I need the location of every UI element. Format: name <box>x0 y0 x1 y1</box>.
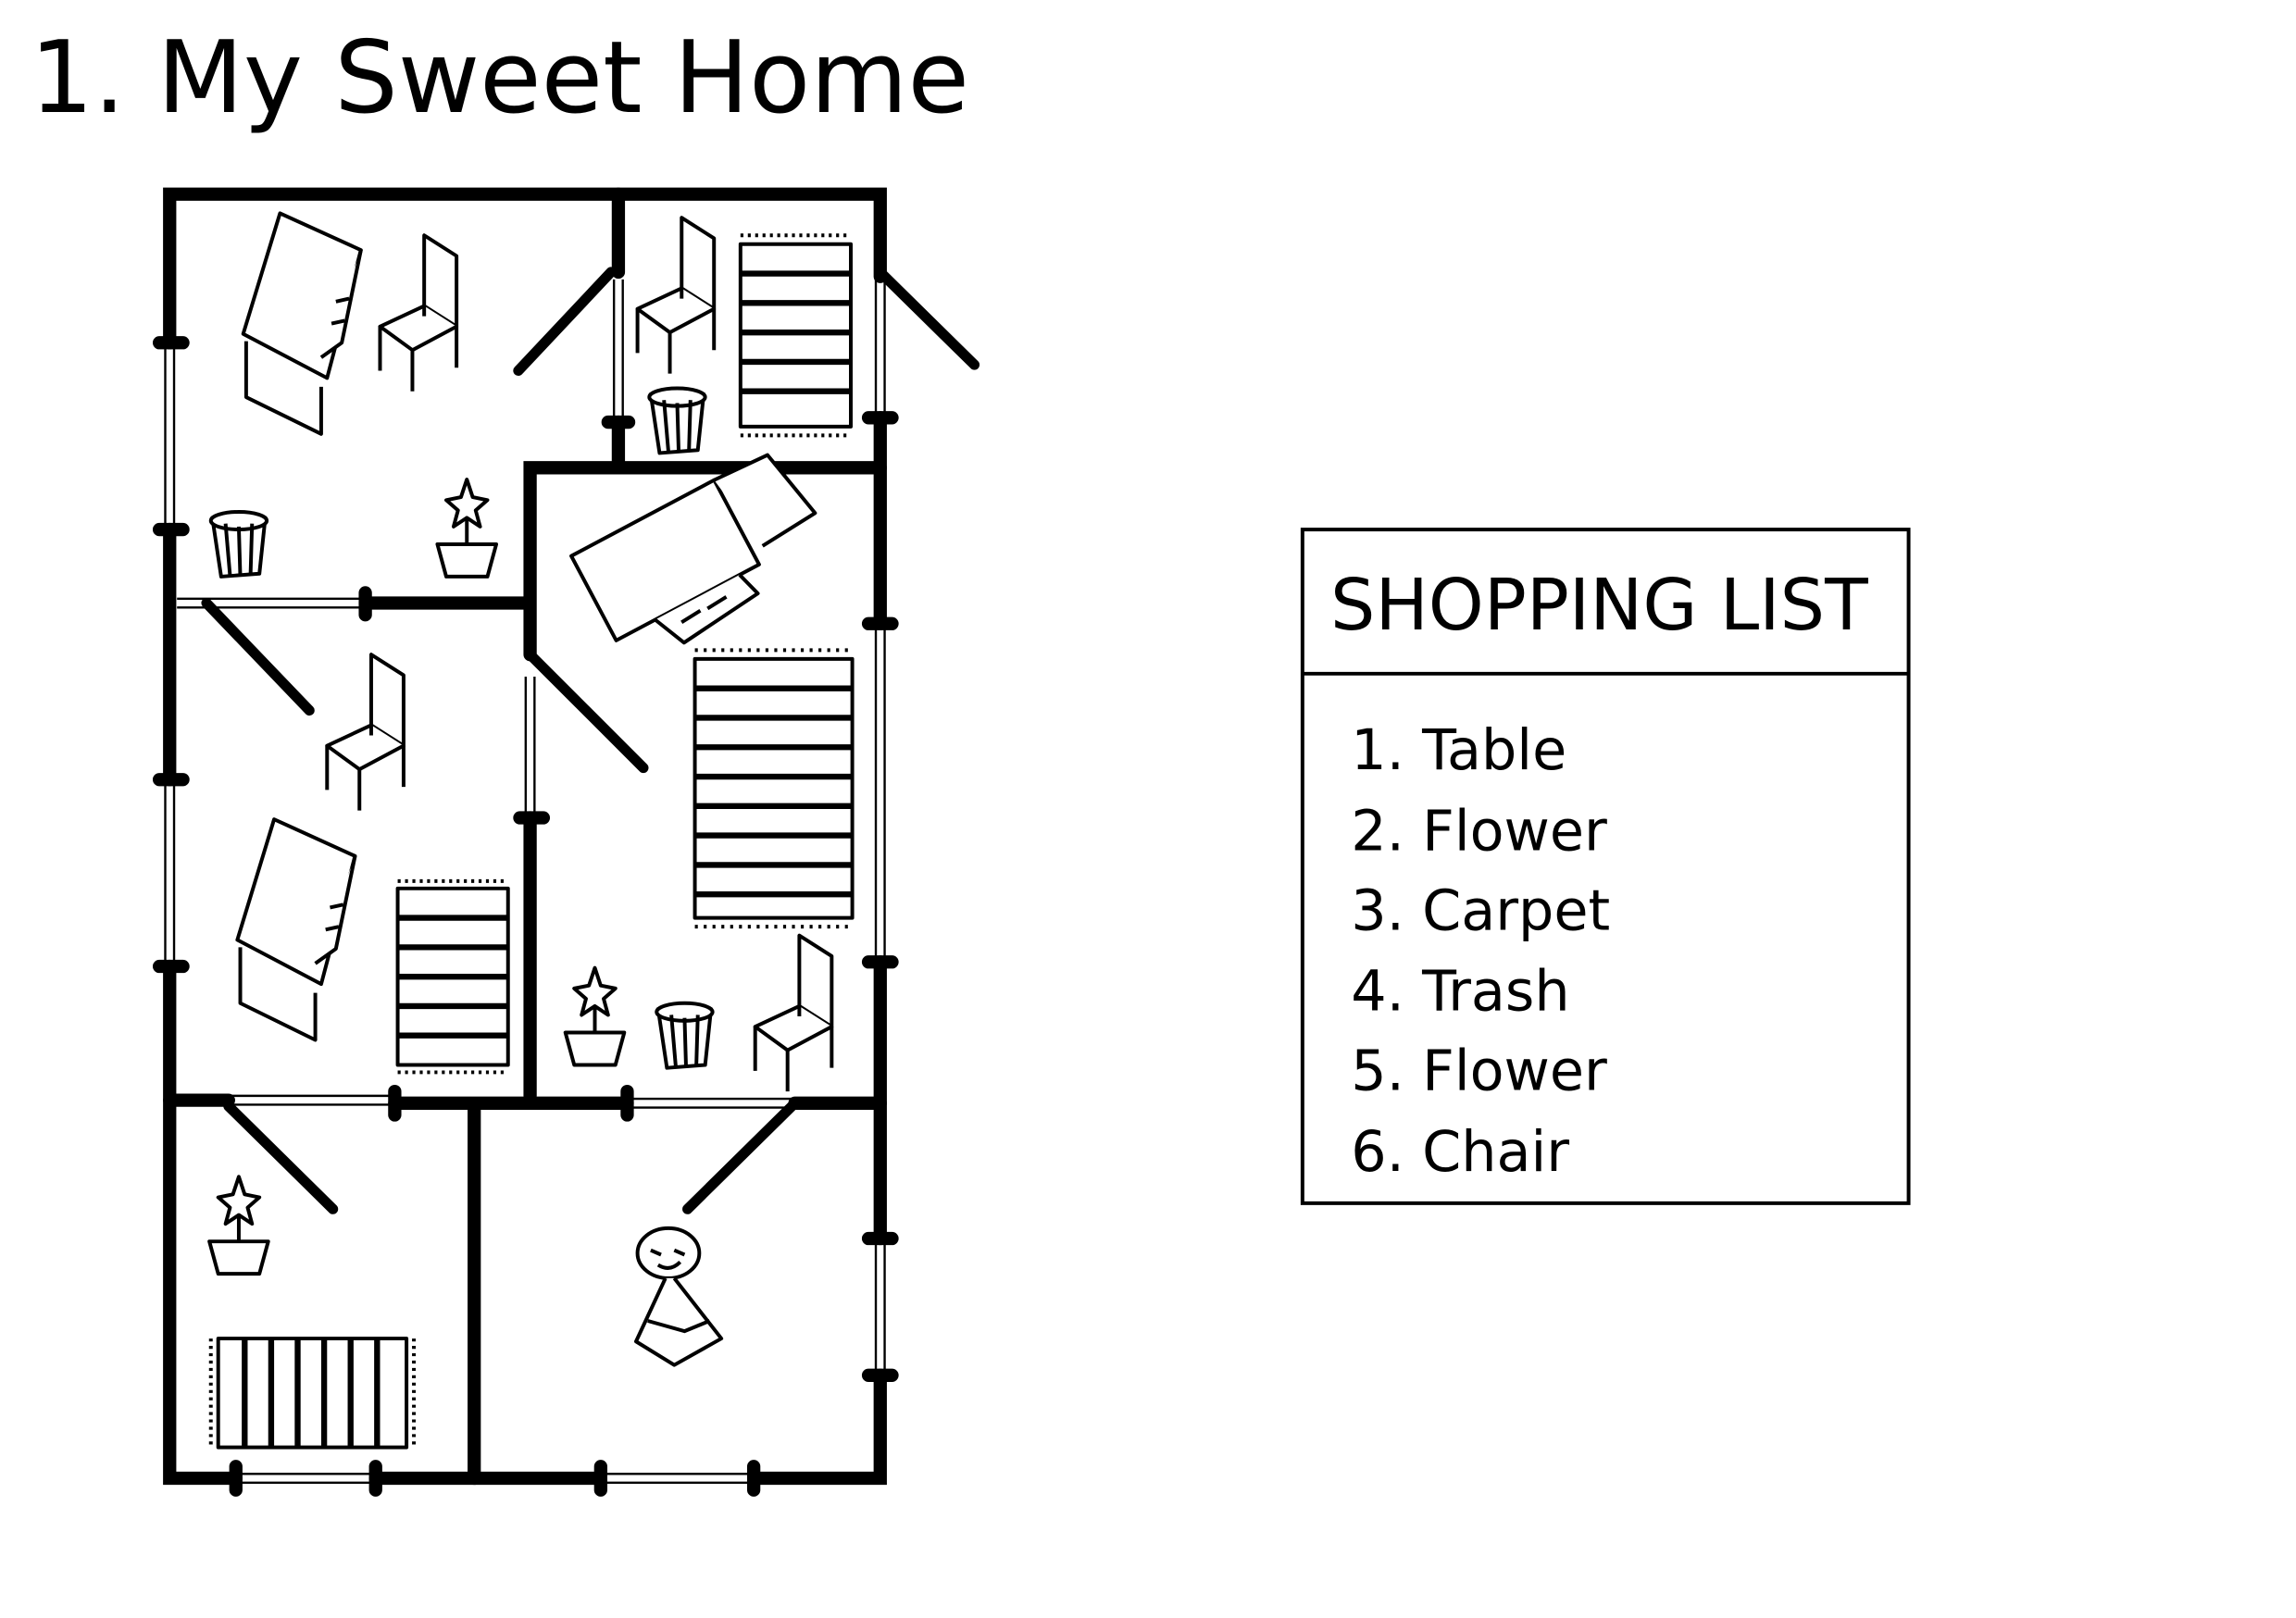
shopping-list-item: 5. Flower <box>1351 1039 1607 1104</box>
person-icon <box>634 1226 724 1367</box>
carpet-icon <box>395 878 510 1075</box>
trash-icon <box>208 510 269 579</box>
carpet-icon <box>693 648 855 929</box>
shopping-list-heading: SHOPPING LIST <box>1330 564 1868 646</box>
carpet-icon <box>208 1337 417 1450</box>
table-icon <box>241 211 363 436</box>
chair-icon <box>753 933 834 1094</box>
shopping-list-item: 2. Flower <box>1351 799 1607 864</box>
flower-icon <box>207 1175 270 1276</box>
shopping-list-item: 3. Carpet <box>1351 878 1610 943</box>
windows <box>152 279 899 1497</box>
flower-icon <box>435 478 499 579</box>
shopping-list-item: 6. Chair <box>1351 1120 1569 1185</box>
chair-icon <box>325 653 406 813</box>
flower-icon <box>563 965 627 1067</box>
shopping-list: SHOPPING LIST 1. Table 2. Flower 3. Carp… <box>1300 528 1911 1205</box>
chair-icon <box>635 216 717 376</box>
trash-icon <box>655 1001 715 1070</box>
chair-icon <box>378 233 459 393</box>
shopping-list-item: 4. Trash <box>1351 960 1569 1025</box>
shopping-list-item: 1. Table <box>1351 718 1566 783</box>
table-icon <box>569 453 817 645</box>
page-title: 1. My Sweet Home <box>30 20 969 136</box>
floor-plan <box>152 187 980 1497</box>
table-icon <box>235 817 357 1042</box>
trash-icon <box>647 386 707 455</box>
doors <box>201 267 980 1214</box>
carpet-icon <box>738 233 853 438</box>
